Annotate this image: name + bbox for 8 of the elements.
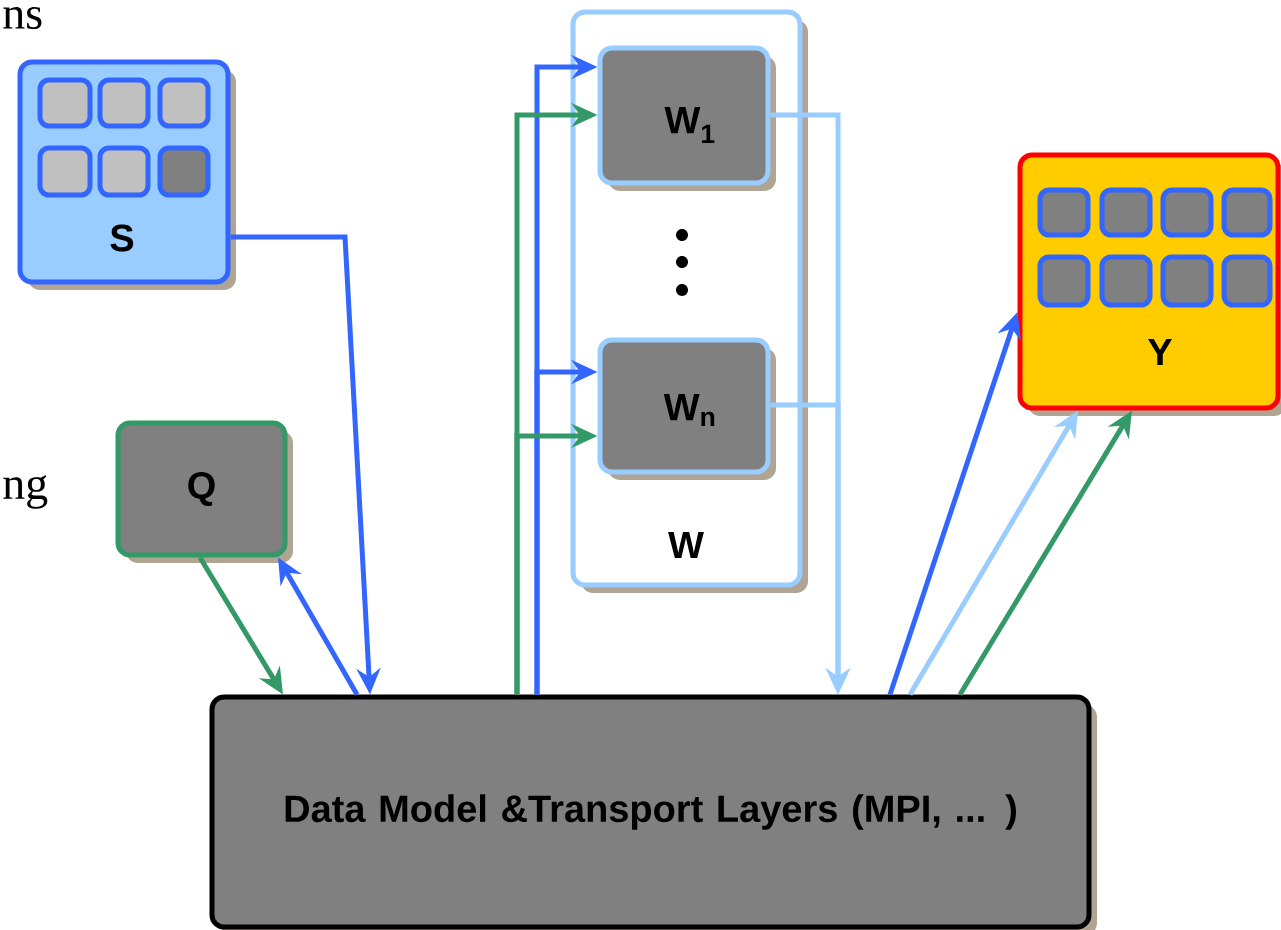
text-fragment: ng [3,475,48,509]
process-box: Q [115,420,293,563]
storage-box: S [17,59,236,290]
worker-box: W$_{1}$ [597,45,776,191]
output-box: Y [1017,152,1281,416]
text-fragment: ns [3,6,42,30]
worker-box: W$_{n}$ [597,337,776,480]
transport-layer-box: Data Model &Transport Layers (MPI, ... ) [209,694,1097,930]
